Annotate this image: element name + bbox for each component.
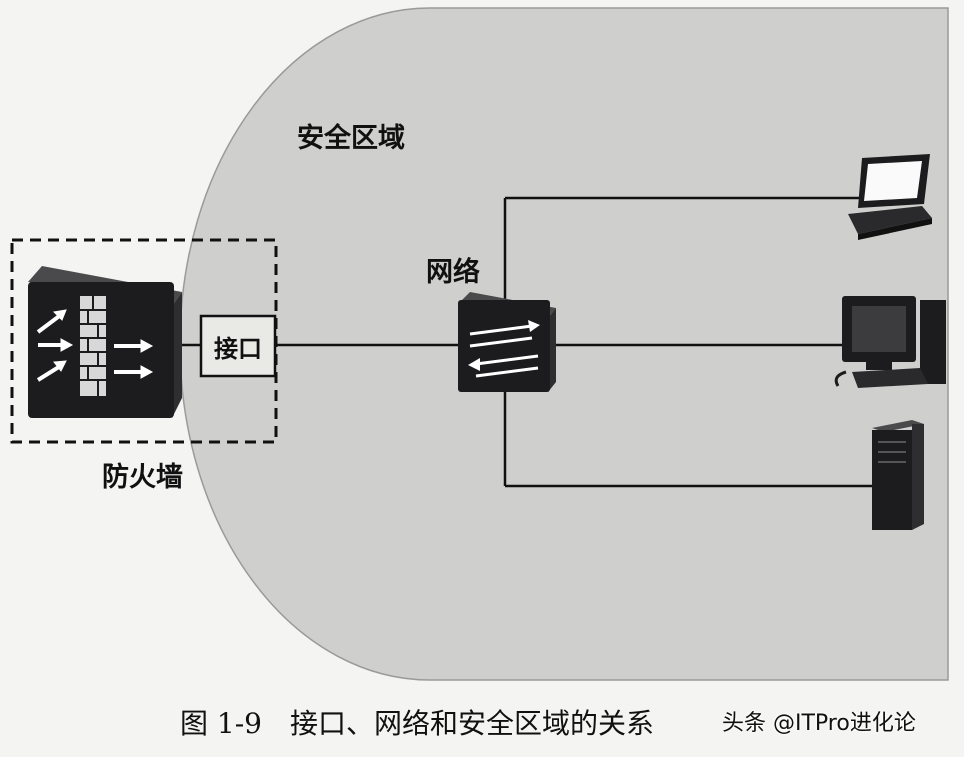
figure-number: 图 1-9	[180, 707, 262, 740]
figure-caption-text: 接口、网络和安全区域的关系	[290, 707, 655, 740]
interface-box	[199, 314, 277, 378]
watermark: 头条 @ITPro进化论	[722, 711, 916, 736]
switch-icon	[458, 292, 556, 392]
firewall-label: 防火墙	[102, 462, 183, 493]
network-label: 网络	[426, 257, 480, 288]
firewall-icon	[28, 266, 182, 418]
figure-caption: 图 1-9 接口、网络和安全区域的关系	[180, 702, 682, 742]
network-links	[180, 196, 872, 488]
desktop-computer-icon	[834, 296, 946, 388]
laptop-icon	[848, 154, 932, 240]
security-zone-label: 安全区域	[297, 123, 405, 154]
interface-label: 接口	[214, 334, 262, 363]
server-tower-icon	[872, 420, 924, 530]
